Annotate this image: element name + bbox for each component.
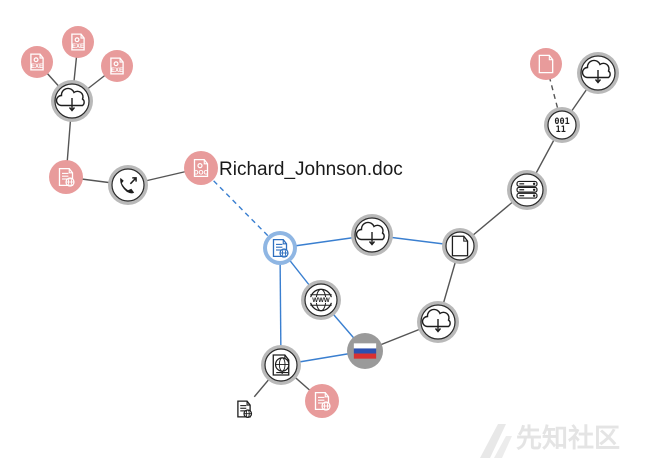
svg-text:EXE: EXE [111, 68, 123, 74]
node-download-d[interactable] [417, 301, 459, 343]
node-phone[interactable] [108, 165, 148, 205]
www-globe-icon: WWW [309, 288, 333, 312]
node-exe-1[interactable]: EXE [21, 46, 53, 78]
web-document-icon [314, 391, 331, 411]
server-stack-icon [516, 180, 538, 199]
node-web-network[interactable] [261, 345, 301, 385]
node-exe-2[interactable]: EXE [62, 26, 94, 58]
node-server-stack[interactable] [507, 170, 547, 210]
edge-doc_richard-to-webdoc_blue [200, 167, 281, 249]
web-document-icon [58, 167, 75, 187]
watermark: 先知社区 [480, 423, 620, 458]
svg-text:DOC: DOC [194, 169, 209, 176]
russia-flag-icon [353, 343, 377, 359]
node-file-red[interactable] [530, 48, 562, 80]
cloud-download-icon [355, 221, 385, 246]
cloud-download-icon [55, 87, 85, 112]
node-webdoc-red-b[interactable] [305, 384, 339, 418]
svg-text:EXE: EXE [72, 44, 84, 50]
node-file-plain[interactable] [442, 228, 478, 264]
svg-text:WWW: WWW [312, 297, 330, 304]
node-doc-richard[interactable]: DOC Richard_Johnson.doc [184, 151, 403, 185]
node-download-b[interactable] [351, 214, 393, 256]
node-russia-flag[interactable] [347, 333, 383, 369]
node-webdoc-red-a[interactable] [49, 160, 83, 194]
svg-text:001: 001 [554, 117, 569, 127]
phone-call-icon [120, 177, 137, 194]
svg-text:EXE: EXE [31, 64, 43, 70]
node-label: Richard_Johnson.doc [219, 159, 403, 180]
doc-file-icon: DOC [193, 158, 209, 178]
cloud-download-icon [421, 308, 451, 333]
watermark-logo-icon [480, 424, 512, 458]
svg-text:11: 11 [556, 125, 566, 135]
file-icon [451, 235, 469, 257]
node-www[interactable]: WWW [301, 280, 341, 320]
web-document-icon [272, 238, 289, 258]
watermark-text: 先知社区 [516, 423, 620, 454]
edge-layer [36, 41, 599, 410]
node-webdoc-dark[interactable] [228, 393, 260, 425]
node-download-c[interactable] [577, 52, 619, 94]
node-webdoc-blue[interactable] [263, 231, 297, 265]
node-exe-3[interactable]: EXE [101, 50, 133, 82]
file-icon [538, 54, 554, 74]
exe-file-icon: EXE [110, 57, 124, 75]
web-document-icon [237, 400, 253, 419]
exe-file-icon: EXE [30, 53, 44, 71]
exe-file-icon: EXE [71, 33, 85, 51]
web-network-icon [272, 354, 290, 376]
node-download-a[interactable] [51, 80, 93, 122]
cloud-download-icon [581, 59, 611, 84]
